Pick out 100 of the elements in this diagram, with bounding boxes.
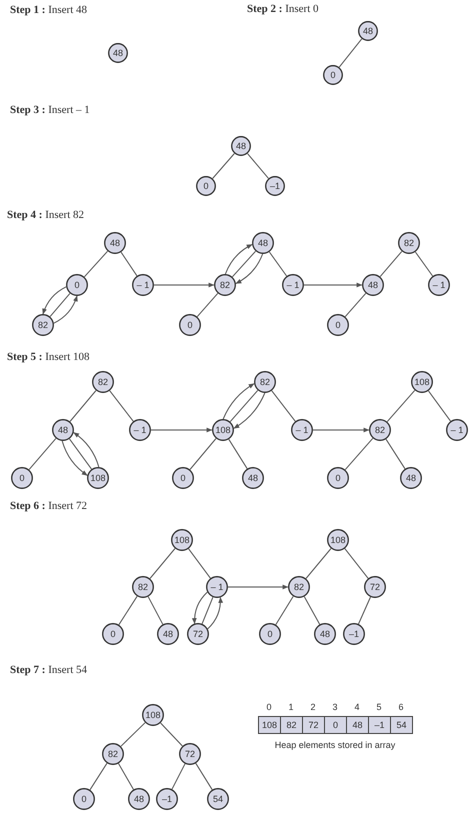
array-caption: Heap elements stored in array xyxy=(274,740,396,751)
tree-node: 0 xyxy=(327,467,349,489)
tree-edge xyxy=(150,548,176,579)
tree-node: 108 xyxy=(87,467,109,489)
array-cell: 54 xyxy=(390,716,413,734)
tree-node: 72 xyxy=(364,576,386,598)
curved-arrow xyxy=(222,383,255,420)
tree-node: 48 xyxy=(242,467,264,489)
tree-node: 82 xyxy=(32,314,54,336)
tree-edge xyxy=(230,390,258,422)
tree-edge xyxy=(109,390,134,422)
curved-arrow xyxy=(207,596,223,630)
tree-edge xyxy=(118,596,138,626)
array-cell: –1 xyxy=(368,716,391,734)
tree-edge xyxy=(188,548,211,579)
tree-node: 0 xyxy=(73,788,95,810)
tree-node: 108 xyxy=(142,704,164,726)
tree-edge xyxy=(232,250,256,278)
tree-edge xyxy=(344,292,366,318)
curved-arrow xyxy=(192,592,208,624)
curved-arrow xyxy=(224,244,253,274)
tree-node: 48 xyxy=(314,623,336,645)
tree-edge xyxy=(50,292,70,318)
tree-node: 48 xyxy=(108,43,128,63)
tree-edge xyxy=(84,250,108,278)
step-heading: Step 5 : Insert 108 xyxy=(7,350,90,364)
tree-node: 0 xyxy=(172,467,194,489)
tree-node: 108 xyxy=(411,371,433,393)
tree-edge xyxy=(304,596,320,625)
tree-edge xyxy=(118,763,134,790)
tree-node: – 1 xyxy=(446,419,468,441)
curved-arrow xyxy=(62,440,88,476)
tree-edge xyxy=(386,390,416,422)
curved-arrow xyxy=(235,254,264,284)
tree-node: 48 xyxy=(400,467,422,489)
tree-edge xyxy=(247,153,269,179)
array-index: 5 xyxy=(376,702,382,713)
tree-edge xyxy=(69,438,92,470)
tree-node: 0 xyxy=(11,467,33,489)
tree-node: – 1 xyxy=(206,576,228,598)
tree-edge xyxy=(28,438,56,470)
array-cell: 108 xyxy=(258,716,281,734)
tree-node: 108 xyxy=(212,419,234,441)
tree-edge xyxy=(70,390,96,422)
tree-edge xyxy=(120,722,146,747)
tree-edge xyxy=(306,548,332,579)
tree-node: 82 xyxy=(288,576,310,598)
step-heading: Step 1 : Insert 48 xyxy=(10,3,87,17)
tree-node: – 1 xyxy=(428,274,450,296)
tree-node: 108 xyxy=(327,529,349,551)
tree-edge xyxy=(344,438,374,470)
tree-node: 48 xyxy=(157,623,179,645)
tree-edge xyxy=(414,252,434,276)
tree-node: 72 xyxy=(187,623,209,645)
arrow xyxy=(154,282,215,288)
tree-node: 48 xyxy=(362,274,384,296)
array-index: 0 xyxy=(266,702,272,713)
step-heading: Step 4 : Insert 82 xyxy=(7,208,84,222)
tree-node: 0 xyxy=(259,623,281,645)
arrow xyxy=(312,428,370,432)
tree-edge xyxy=(212,153,235,179)
tree-node: 82 xyxy=(132,576,154,598)
tree-edge xyxy=(196,292,218,318)
array-index: 1 xyxy=(288,702,294,713)
tree-node: 0 xyxy=(102,623,124,645)
tree-node: – 1 xyxy=(291,419,313,441)
tree-node: 72 xyxy=(179,743,201,765)
tree-edge xyxy=(271,390,296,422)
tree-node: 48 xyxy=(52,419,74,441)
tree-node: – 1 xyxy=(282,274,304,296)
tree-node: 48 xyxy=(128,788,150,810)
tree-edge xyxy=(90,762,108,790)
tree-node: 48 xyxy=(104,232,126,254)
arrow xyxy=(150,428,213,432)
tree-edge xyxy=(160,722,183,746)
tree-node: 0 xyxy=(179,314,201,336)
step-heading: Step 2 : Insert 0 xyxy=(247,2,318,16)
step-heading: Step 3 : Insert – 1 xyxy=(10,103,90,117)
tree-node: 48 xyxy=(358,21,378,41)
tree-node: 82 xyxy=(92,371,114,393)
tree-node: 82 xyxy=(102,743,124,765)
tree-node: 48 xyxy=(252,232,274,254)
array-index: 3 xyxy=(332,702,338,713)
arrow xyxy=(228,584,289,590)
tree-node: 82 xyxy=(254,371,276,393)
tree-edge xyxy=(386,438,406,470)
tree-node: 82 xyxy=(214,274,236,296)
array-cell: 72 xyxy=(302,716,325,734)
tree-node: – 1 xyxy=(129,419,151,441)
tree-edge xyxy=(338,38,362,68)
array-cell: 0 xyxy=(324,716,347,734)
curved-arrow xyxy=(42,286,67,315)
array-index: 6 xyxy=(398,702,404,713)
tree-node: – 1 xyxy=(132,274,154,296)
tree-edge xyxy=(268,252,288,276)
tree-edge xyxy=(148,596,164,625)
tree-node: 82 xyxy=(369,419,391,441)
tree-node: 48 xyxy=(231,136,251,156)
tree-node: –1 xyxy=(343,623,365,645)
array-index: 4 xyxy=(354,702,360,713)
